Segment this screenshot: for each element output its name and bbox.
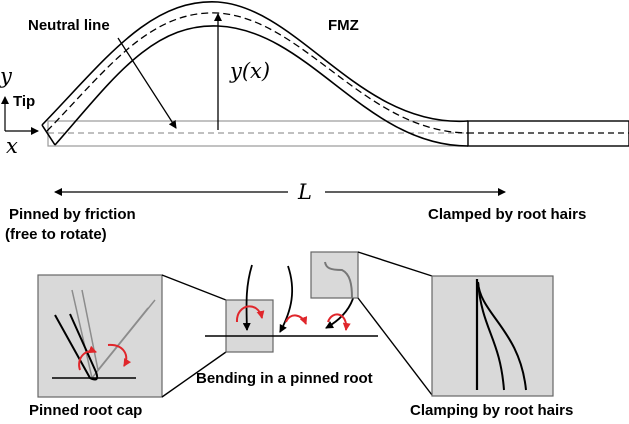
clamping-by-root-hairs-label: Clamping by root hairs <box>410 402 573 419</box>
zoom-line <box>161 351 227 398</box>
axis-x-label: x <box>6 134 18 158</box>
neutral-line-label: Neutral line <box>28 17 110 34</box>
length-label: L <box>297 180 312 204</box>
pinned-root-cap-inset <box>37 274 163 398</box>
coordinate-axes <box>1 96 39 135</box>
pinned-root-cap-label: Pinned root cap <box>29 402 142 419</box>
clamping-small-box <box>310 251 359 299</box>
length-dimension: L <box>54 180 506 204</box>
zoom-line <box>161 274 227 301</box>
clamped-by-root-hairs-label: Clamped by root hairs <box>428 206 586 223</box>
pinned-root-bending <box>205 261 378 353</box>
bending-in-pinned-root-label: Bending in a pinned root <box>196 370 373 387</box>
deflection-label: y(x) <box>229 59 270 83</box>
axis-y-label: y <box>0 64 13 88</box>
zoom-line <box>357 297 433 396</box>
pinned-by-friction-label: Pinned by friction <box>9 206 136 223</box>
fmz-label: FMZ <box>328 17 359 34</box>
clamped-root-section <box>467 120 629 147</box>
free-to-rotate-label: (free to rotate) <box>5 226 107 243</box>
clamping-inset <box>431 275 554 397</box>
tip-label: Tip <box>13 93 35 110</box>
zoom-line <box>357 251 433 277</box>
undeformed-root <box>47 120 469 147</box>
neutral-line-arrow <box>117 37 177 129</box>
